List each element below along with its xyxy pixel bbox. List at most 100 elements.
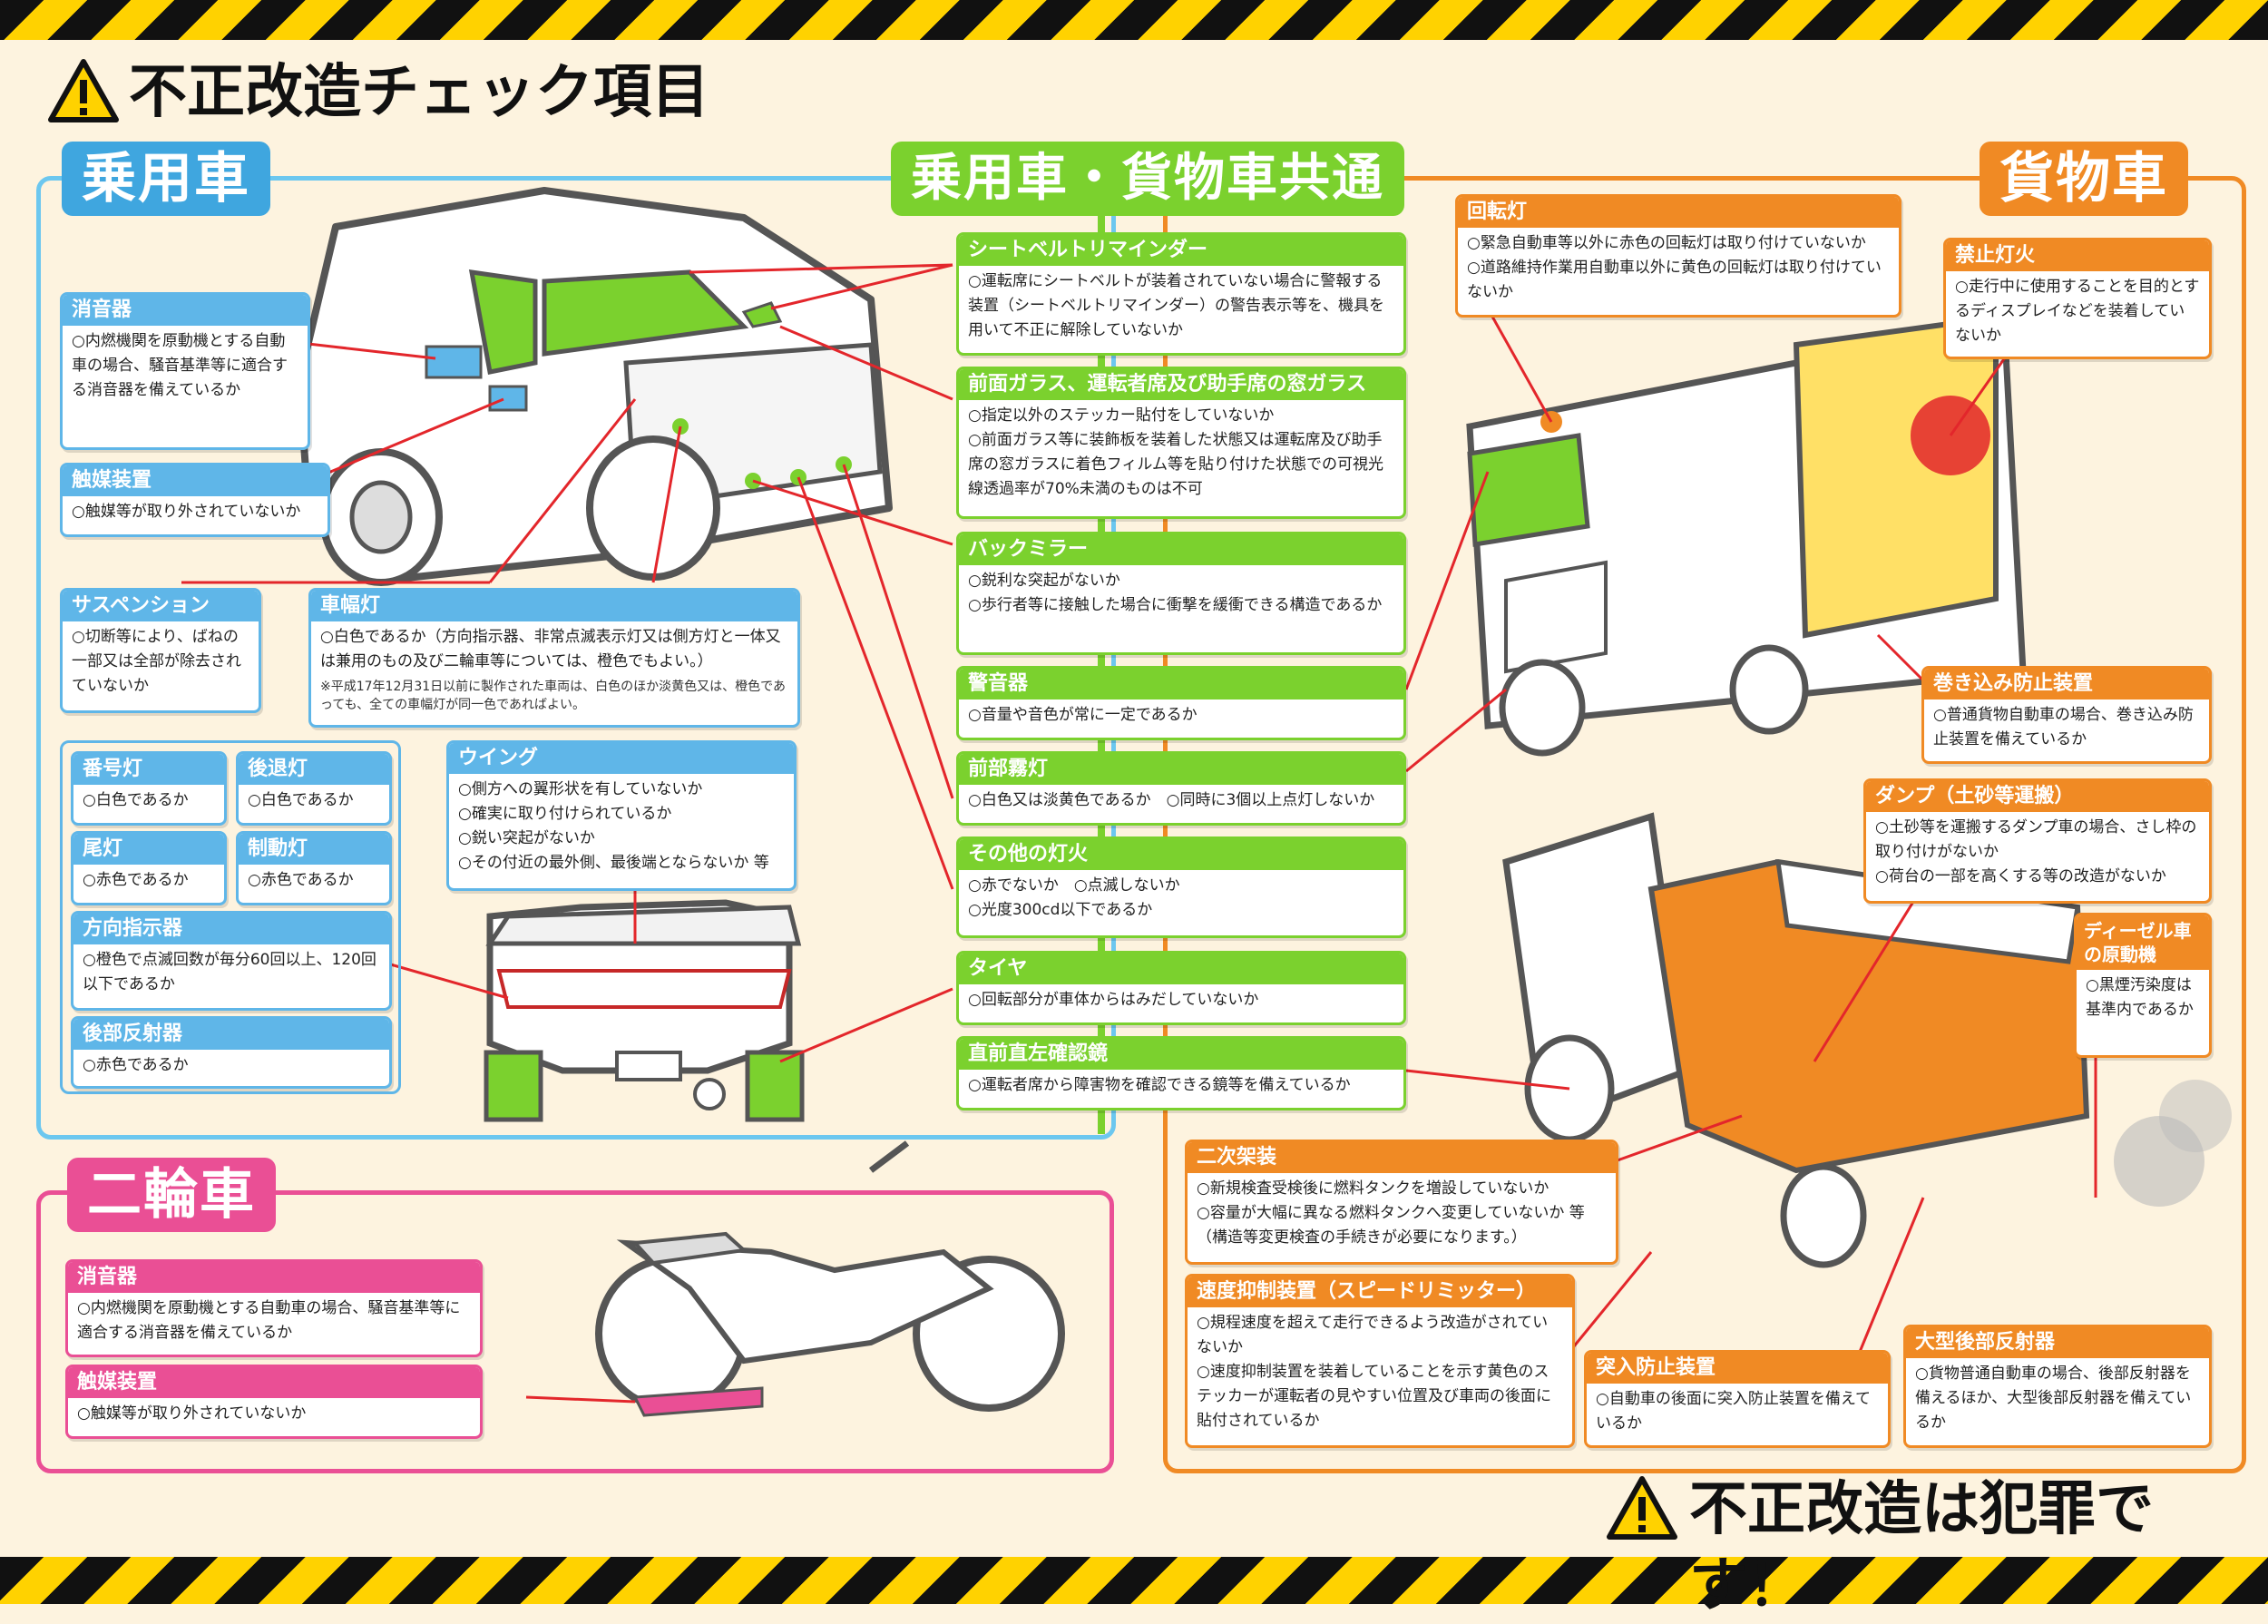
card-item: ○前面ガラス等に装飾板を装着した状態又は運転席及び助手席の窓ガラスに着色フィルム… xyxy=(968,431,1383,498)
card-item: ○荷台の一部を高くする等の改造がないか xyxy=(1875,867,2166,885)
card-item: ○容量が大幅に異なる燃料タンクへ変更していないか 等（構造等変更検査の手続きが必… xyxy=(1197,1204,1585,1247)
card-title: 速度抑制装置（スピードリミッター） xyxy=(1188,1277,1572,1307)
card-item: ○光度300cd以下であるか xyxy=(968,901,1153,919)
truck-illustration xyxy=(1466,314,2027,757)
hazard-stripe-bottom xyxy=(0,1557,2268,1604)
truck-section-label: 貨物車 xyxy=(1980,142,2188,216)
card-item: ○土砂等を運搬するダンプ車の場合、さし枠の取り付けがないか xyxy=(1875,818,2197,861)
common-section-label: 乗用車・貨物車共通 xyxy=(891,142,1404,216)
card-truck-large-reflector: 大型後部反射器 ○貨物普通自動車の場合、後部反射器を備えるほか、大型後部反射器を… xyxy=(1903,1325,2212,1448)
card-passenger-reverse-lamp: 後退灯 ○白色であるか xyxy=(236,751,392,826)
card-item: ○速度抑制装置を装着していることを示す黄色のステッカーが運転者の見やすい位置及び… xyxy=(1197,1363,1551,1430)
card-common-tire: タイヤ ○回転部分が車体からはみだしていないか xyxy=(956,951,1406,1025)
card-title: 触媒装置 xyxy=(68,1367,480,1398)
card-truck-side-guard: 巻き込み防止装置 ○普通貨物自動車の場合、巻き込み防止装置を備えているか xyxy=(1921,666,2212,764)
card-item: ○道路維持作業用自動車以外に黄色の回転灯は取り付けていないか xyxy=(1467,259,1882,301)
card-item: ○新規検査受検後に燃料タンクを増設していないか xyxy=(1197,1179,1549,1198)
card-item: ○指定以外のステッカー貼付をしていないか xyxy=(968,406,1275,425)
card-motorcycle-muffler: 消音器 ○内燃機関を原動機とする自動車の場合、騒音基準等に適合する消音器を備えて… xyxy=(65,1259,483,1357)
card-title: サスペンション xyxy=(63,591,259,621)
card-item: ○歩行者等に接触した場合に衝撃を緩衝できる構造であるか xyxy=(968,596,1383,614)
card-title: バックミラー xyxy=(959,534,1403,565)
hazard-stripe-top xyxy=(0,0,2268,40)
card-passenger-plate-lamp: 番号灯 ○白色であるか xyxy=(71,751,227,826)
card-passenger-suspension: サスペンション ○切断等により、ばねの一部又は全部が除去されていないか xyxy=(60,588,261,713)
motorcycle-illustration xyxy=(595,1140,1065,1417)
card-common-horn: 警音器 ○音量や音色が常に一定であるか xyxy=(956,666,1406,740)
card-note: ※平成17年12月31日以前に製作された車両は、白色のほか淡黄色又は、橙色であっ… xyxy=(320,680,787,712)
card-item: ○自動車の後面に突入防止装置を備えているか xyxy=(1596,1390,1871,1433)
card-title: 後部反射器 xyxy=(73,1019,389,1050)
card-item: ○内燃機関を原動機とする自動車の場合、騒音基準等に適合する消音器を備えているか xyxy=(72,332,288,399)
card-common-seatbelt: シートベルトリマインダー ○運転席にシートベルトが装着されていない場合に警報する… xyxy=(956,232,1406,356)
card-title: 回転灯 xyxy=(1458,197,1899,228)
motorcycle-section-label: 二輪車 xyxy=(67,1158,276,1232)
card-title: 禁止灯火 xyxy=(1946,240,2209,271)
card-title: 二次架装 xyxy=(1188,1142,1616,1173)
card-truck-speed-limiter: 速度抑制装置（スピードリミッター） ○規程速度を超えて走行できるよう改造がされて… xyxy=(1185,1274,1575,1448)
card-passenger-catalyst: 触媒装置 ○触媒等が取り外されていないか xyxy=(60,463,330,537)
car-rear-illustration xyxy=(484,899,805,1122)
card-common-fog-lamp: 前部霧灯 ○白色又は淡黄色であるか ○同時に3個以上点灯しないか xyxy=(956,751,1406,826)
card-truck-secondary-mount: 二次架装 ○新規検査受検後に燃料タンクを増設していないか ○容量が大幅に異なる燃… xyxy=(1185,1140,1618,1265)
lamp-group-frame xyxy=(60,740,401,1094)
card-title: 尾灯 xyxy=(73,834,224,865)
card-item: ○赤でないか ○点滅しないか xyxy=(968,876,1180,895)
card-item: ○走行中に使用することを目的とするディスプレイなどを装着していないか xyxy=(1955,278,2200,345)
card-item: ○その付近の最外側、最後端とならないか 等 xyxy=(458,854,769,872)
page-title: 不正改造チェック項目 xyxy=(129,59,709,126)
card-title: 消音器 xyxy=(68,1262,480,1293)
passenger-section-label: 乗用車 xyxy=(62,142,270,216)
card-item: ○普通貨物自動車の場合、巻き込み防止装置を備えているか xyxy=(1933,706,2194,748)
card-item: ○緊急自動車等以外に赤色の回転灯は取り付けていないか xyxy=(1467,234,1866,252)
card-item: ○赤色であるか xyxy=(83,871,189,889)
card-item: ○確実に取り付けられているか xyxy=(458,805,672,823)
card-title: ウイング xyxy=(449,743,794,774)
card-title: ダンプ（土砂等運搬） xyxy=(1866,781,2209,812)
leader-lines xyxy=(181,263,2097,1404)
card-item: ○鋭利な突起がないか xyxy=(968,572,1120,590)
card-item: ○白色であるか xyxy=(248,791,354,809)
passenger-section-frame xyxy=(36,176,1116,1140)
card-item: ○運転席にシートベルトが装着されていない場合に警報する装置（シートベルトリマイン… xyxy=(968,272,1384,339)
card-item: ○黒煙汚染度は基準内であるか xyxy=(2086,976,2194,1019)
card-common-front-mirror: 直前直左確認鏡 ○運転者席から障害物を確認できる鏡等を備えているか xyxy=(956,1036,1406,1110)
card-truck-rotating-lamp: 回転灯 ○緊急自動車等以外に赤色の回転灯は取り付けていないか ○道路維持作業用自… xyxy=(1455,194,1901,318)
card-item: ○赤色であるか xyxy=(248,871,354,889)
card-item: ○音量や音色が常に一定であるか xyxy=(968,706,1198,724)
card-item: ○触媒等が取り外されていないか xyxy=(72,503,301,521)
card-truck-diesel: ディーゼル車の原動機 ○黒煙汚染度は基準内であるか xyxy=(2074,913,2212,1058)
card-title: タイヤ xyxy=(959,954,1403,984)
card-item: ○白色であるか xyxy=(83,791,189,809)
card-title: 警音器 xyxy=(959,669,1403,699)
card-truck-prohibited-lamp: 禁止灯火 ○走行中に使用することを目的とするディスプレイなどを装着していないか xyxy=(1943,238,2212,359)
motorcycle-section-frame xyxy=(36,1190,1114,1473)
card-item: ○赤色であるか xyxy=(83,1056,189,1074)
dump-truck-illustration xyxy=(1502,812,2232,1268)
card-passenger-brake-lamp: 制動灯 ○赤色であるか xyxy=(236,831,392,905)
common-divider xyxy=(1098,191,1105,1134)
card-truck-dump: ダンプ（土砂等運搬） ○土砂等を運搬するダンプ車の場合、さし枠の取り付けがないか… xyxy=(1863,778,2212,904)
card-passenger-width-lamp: 車幅灯 ○白色であるか（方向指示器、非常点滅表示灯又は側方灯と一体又は兼用のもの… xyxy=(308,588,800,728)
card-item: ○内燃機関を原動機とする自動車の場合、騒音基準等に適合する消音器を備えているか xyxy=(77,1299,461,1342)
card-passenger-tail-lamp: 尾灯 ○赤色であるか xyxy=(71,831,227,905)
car-illustration xyxy=(296,187,893,586)
card-passenger-muffler: 消音器 ○内燃機関を原動機とする自動車の場合、騒音基準等に適合する消音器を備えて… xyxy=(60,292,310,450)
card-item: ○回転部分が車体からはみだしていないか xyxy=(968,991,1259,1009)
warning-icon xyxy=(47,58,120,127)
card-title: 巻き込み防止装置 xyxy=(1924,669,2209,699)
card-item: ○貨物普通自動車の場合、後部反射器を備えるほか、大型後部反射器を備えているか xyxy=(1915,1365,2192,1432)
card-item: ○側方への翼形状を有していないか xyxy=(458,780,703,798)
card-item: ○白色であるか（方向指示器、非常点滅表示灯又は側方灯と一体又は兼用のもの及び二輪… xyxy=(320,628,781,670)
card-item: ○白色又は淡黄色であるか ○同時に3個以上点灯しないか xyxy=(968,791,1375,809)
card-motorcycle-catalyst: 触媒装置 ○触媒等が取り外されていないか xyxy=(65,1365,483,1439)
card-title: シートベルトリマインダー xyxy=(959,235,1403,266)
card-title: 制動灯 xyxy=(239,834,389,865)
card-title: ディーゼル車の原動機 xyxy=(2077,915,2209,970)
card-common-other-lamps: その他の灯火 ○赤でないか ○点滅しないか ○光度300cd以下であるか xyxy=(956,836,1406,938)
card-title: 前面ガラス、運転者席及び助手席の窓ガラス xyxy=(959,369,1403,400)
card-common-glass: 前面ガラス、運転者席及び助手席の窓ガラス ○指定以外のステッカー貼付をしていない… xyxy=(956,367,1406,519)
card-item: ○橙色で点滅回数が毎分60回以上、120回以下であるか xyxy=(83,951,376,993)
card-title: 車幅灯 xyxy=(311,591,797,621)
